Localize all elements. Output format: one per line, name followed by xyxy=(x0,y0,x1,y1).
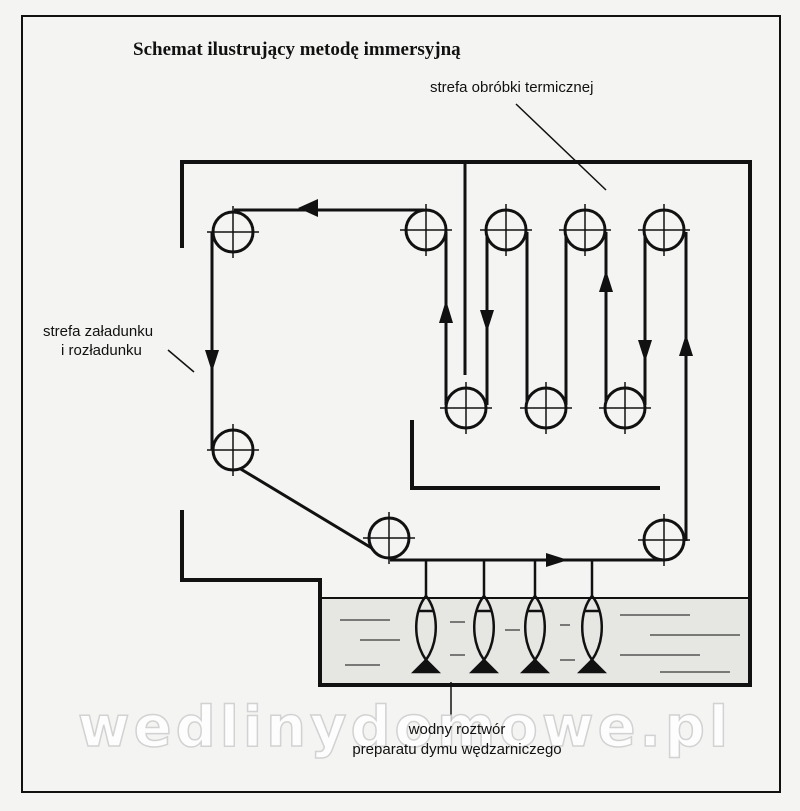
solution-label-1: wodny roztwór xyxy=(408,721,506,738)
loading-zone-leader xyxy=(167,349,195,373)
arrow-down-1 xyxy=(480,310,494,332)
conveyor-path xyxy=(210,208,688,562)
arrow-down-2 xyxy=(638,340,652,362)
roller xyxy=(207,206,259,258)
roller xyxy=(400,204,452,256)
diagonal-run xyxy=(233,463,386,558)
water-texture xyxy=(340,614,740,673)
roller xyxy=(440,382,492,434)
arrow-up-1 xyxy=(439,300,453,323)
roller xyxy=(638,514,690,566)
roller xyxy=(207,424,259,476)
leader-lines xyxy=(167,103,607,722)
frame-border xyxy=(21,15,781,793)
roller xyxy=(638,204,690,256)
roller xyxy=(599,382,651,434)
arrow-right xyxy=(546,553,568,567)
fish xyxy=(410,560,442,674)
thermal-zone-label: strefa obróbki termicznej xyxy=(430,79,593,96)
roller xyxy=(480,204,532,256)
rollers xyxy=(207,204,690,566)
arrow-up-right xyxy=(679,334,693,356)
watermark: wedlinydomowe.pl xyxy=(78,695,732,760)
diagram-title: Schemat ilustrujący metodę immersyjną xyxy=(133,39,461,60)
roller xyxy=(559,204,611,256)
arrow-up-2 xyxy=(599,270,613,292)
top-wall xyxy=(180,160,752,248)
roller xyxy=(363,512,415,564)
fish xyxy=(468,560,500,674)
fish xyxy=(576,560,608,674)
inner-partition xyxy=(410,420,660,490)
arrow-down-left xyxy=(205,350,219,372)
arrow-left xyxy=(298,199,318,217)
solution-label-2: preparatu dymu wędzarniczego xyxy=(352,741,561,758)
loading-zone-label-1: strefa załadunku xyxy=(43,323,153,340)
roller xyxy=(520,382,572,434)
loading-zone-label-2: i rozładunku xyxy=(61,342,142,359)
direction-arrows xyxy=(205,199,693,567)
hanging-fish xyxy=(410,560,608,674)
thermal-zone-leader xyxy=(515,103,607,191)
fish xyxy=(519,560,551,674)
